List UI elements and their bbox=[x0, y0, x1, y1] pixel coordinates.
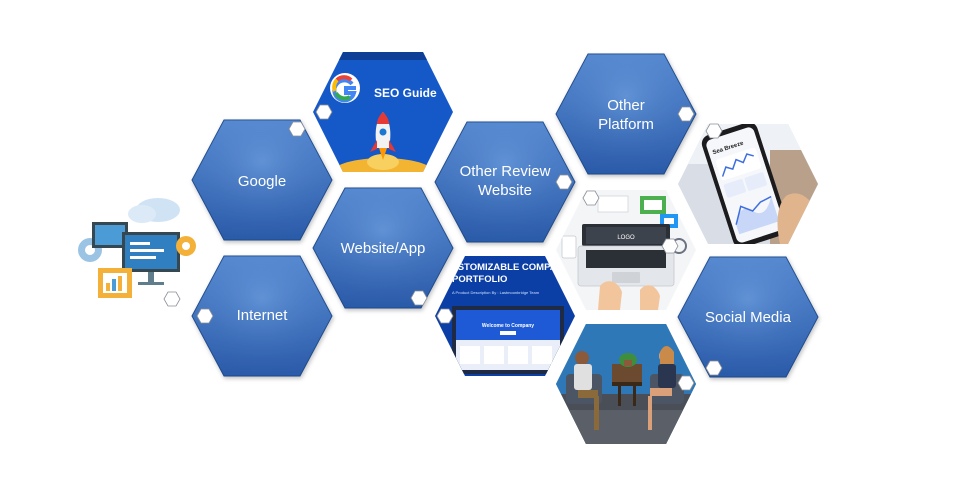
portfolio-title-line2: PORTFOLIO bbox=[452, 274, 507, 285]
label-website-app: Website/App bbox=[341, 240, 426, 257]
connector-hex bbox=[288, 121, 306, 137]
portfolio-subtitle: A Product Description By : Lastmoonbridg… bbox=[452, 290, 540, 295]
hex-other-review bbox=[434, 121, 576, 243]
hex-image-monitors bbox=[70, 188, 210, 308]
hex-image-portfolio: CUSTOMIZABLE COMPANY PORTFOLIO A Product… bbox=[435, 256, 575, 376]
label-other-review-1: Other Review bbox=[460, 163, 551, 180]
connector-hex bbox=[163, 291, 181, 307]
label-other-review-2: Website bbox=[478, 182, 532, 199]
label-other-platform-1: Other bbox=[607, 97, 645, 114]
hex-internet bbox=[191, 255, 333, 377]
hex-image-phone: Sea Breeze bbox=[678, 124, 818, 244]
hex-image-office bbox=[556, 324, 696, 444]
connector-hex bbox=[677, 106, 695, 122]
connector-hex bbox=[661, 238, 679, 254]
label-other-platform-2: Platform bbox=[598, 116, 654, 133]
hex-website-app bbox=[312, 187, 454, 309]
hex-other-platform bbox=[555, 53, 697, 175]
connector-hex bbox=[555, 174, 573, 190]
connector-hex bbox=[705, 360, 723, 376]
portfolio-screen-title: Welcome to Company bbox=[482, 323, 534, 329]
connector-hex bbox=[677, 375, 695, 391]
seo-guide-title: SEO Guide bbox=[374, 86, 437, 100]
connector-hex bbox=[705, 123, 723, 139]
hex-image-seo-guide: SEO Guide bbox=[313, 52, 453, 172]
connector-hex bbox=[582, 190, 600, 206]
rocket-icon bbox=[370, 112, 396, 160]
label-social-media: Social Media bbox=[705, 309, 792, 326]
label-internet: Internet bbox=[237, 307, 289, 324]
connector-hexagons bbox=[163, 104, 723, 391]
connector-hex bbox=[196, 308, 214, 324]
hex-google bbox=[191, 119, 333, 241]
connector-hex bbox=[410, 290, 428, 306]
connector-hex bbox=[436, 308, 454, 324]
portfolio-title-line1: CUSTOMIZABLE COMPANY bbox=[444, 262, 570, 273]
label-google: Google bbox=[238, 173, 286, 190]
hex-social-media bbox=[677, 256, 819, 378]
laptop-screen-text: LOGO bbox=[617, 235, 635, 241]
connector-hex bbox=[315, 104, 333, 120]
